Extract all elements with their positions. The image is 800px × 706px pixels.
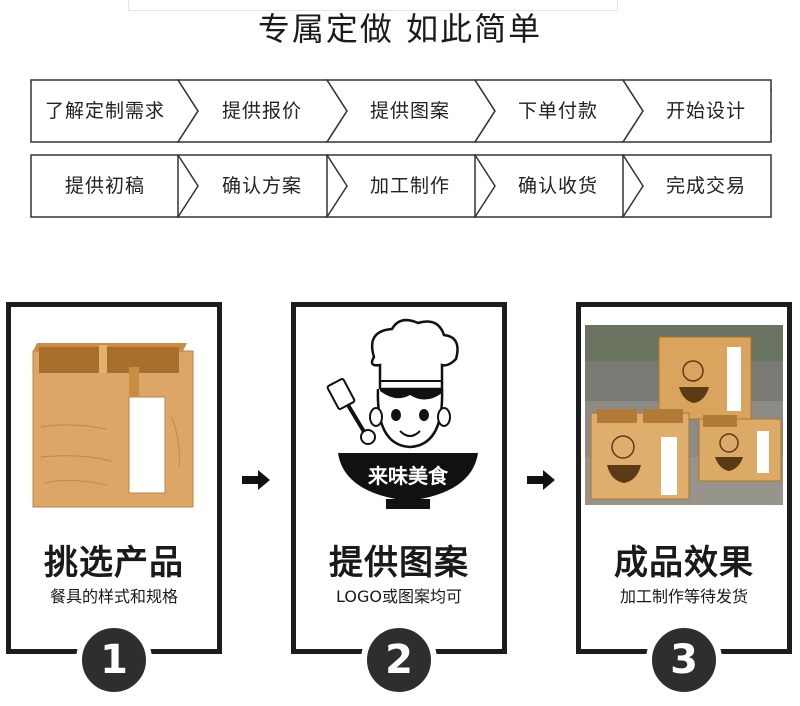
process-step-label: 完成交易 (665, 175, 746, 197)
logo-text: 来味美食 (367, 464, 449, 488)
step-title: 提供图案 (329, 543, 469, 583)
process-step-label: 提供报价 (221, 100, 302, 122)
finished-product-photo (585, 325, 783, 505)
step-subtitle: LOGO或图案均可 (336, 587, 462, 606)
process-step-label: 下单付款 (517, 100, 598, 122)
process-row-2-outline (30, 154, 772, 218)
bamboo-holder-image (32, 343, 194, 508)
step-number-badge: 1 (76, 622, 152, 698)
process-step-label: 开始设计 (665, 100, 746, 122)
process-step-label: 了解定制需求 (44, 100, 165, 122)
step-number-badge: 2 (361, 622, 437, 698)
chef-logo-image: 来味美食 (326, 318, 478, 509)
arrow-right-icon (242, 470, 270, 490)
process-step-label: 加工制作 (369, 175, 450, 197)
step-subtitle: 餐具的样式和规格 (49, 587, 178, 606)
step-title: 成品效果 (614, 543, 754, 583)
process-step-label: 确认收货 (517, 175, 598, 197)
page-title: 专属定做 如此简单 (257, 10, 543, 48)
step-number-badge: 3 (646, 622, 722, 698)
step-card-2: 来味美食 提供图案 LOGO或图案均可 (291, 302, 507, 654)
process-row-1: 了解定制需求 提供报价 提供图案 下单付款 开始设计 (30, 79, 772, 143)
process-row-1-outline (30, 79, 772, 143)
step-title: 挑选产品 (44, 543, 184, 583)
arrow-right-icon (527, 470, 555, 490)
process-step-label: 提供初稿 (64, 175, 145, 197)
step-card-3: 成品效果 加工制作等待发货 (576, 302, 792, 654)
step-card-1: 挑选产品 餐具的样式和规格 (6, 302, 222, 654)
process-step-label: 提供图案 (369, 100, 450, 122)
process-step-label: 确认方案 (221, 175, 302, 197)
process-row-2: 提供初稿 确认方案 加工制作 确认收货 完成交易 (30, 154, 772, 218)
step-subtitle: 加工制作等待发货 (619, 587, 748, 606)
top-strip (128, 0, 618, 11)
